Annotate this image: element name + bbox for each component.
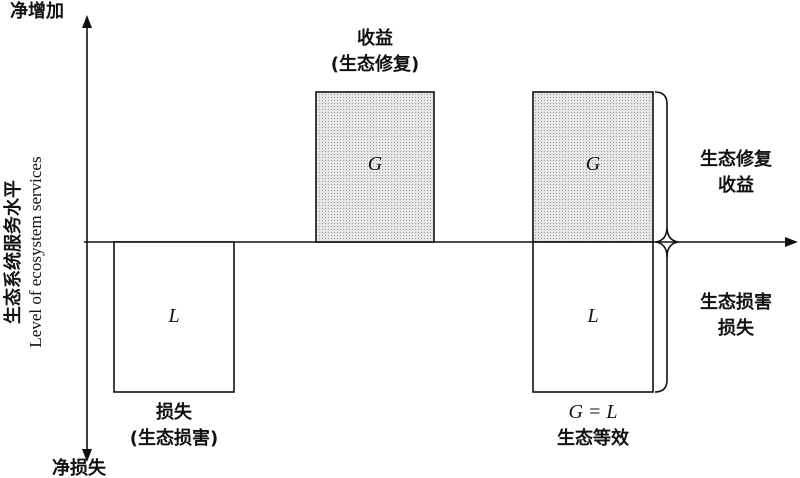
equiv-gain-box xyxy=(532,91,654,243)
lower-brace-label-2: 损失 xyxy=(718,317,755,339)
y-axis-arrow-up xyxy=(82,15,92,28)
equiv-gain-symbol: G xyxy=(586,153,601,175)
x-axis-arrow xyxy=(785,237,798,247)
equiv-caption-line-2: 生态等效 xyxy=(557,427,630,449)
gain-box-symbol: G xyxy=(368,153,383,175)
gain-caption-line-1: 收益 xyxy=(357,27,393,49)
equiv-loss-box xyxy=(532,241,654,393)
y-axis-title-zh: 生态系统服务水平 xyxy=(2,180,24,324)
lower-brace-label-1: 生态损害 xyxy=(700,291,772,313)
upper-brace-label-2: 收益 xyxy=(718,174,754,196)
lower-brace xyxy=(654,241,668,393)
y-axis-title-en: Level of ecosystem services xyxy=(26,156,45,347)
gain-box xyxy=(315,91,435,243)
equiv-caption-line-1: G = L xyxy=(568,401,617,423)
upper-brace-label-1: 生态修复 xyxy=(700,148,773,170)
gain-caption-line-2: (生态修复) xyxy=(331,53,419,75)
y-axis-arrow-down xyxy=(82,449,92,462)
y-axis-bottom-label: 净损失 xyxy=(52,457,107,478)
loss-caption-line-2: (生态损害) xyxy=(130,427,218,449)
loss-box xyxy=(113,241,235,393)
y-axis-top-label: 净增加 xyxy=(10,0,64,22)
equiv-loss-symbol: L xyxy=(586,305,598,327)
upper-brace xyxy=(654,91,679,258)
loss-box-symbol: L xyxy=(167,305,179,327)
loss-caption-line-1: 损失 xyxy=(156,401,193,423)
